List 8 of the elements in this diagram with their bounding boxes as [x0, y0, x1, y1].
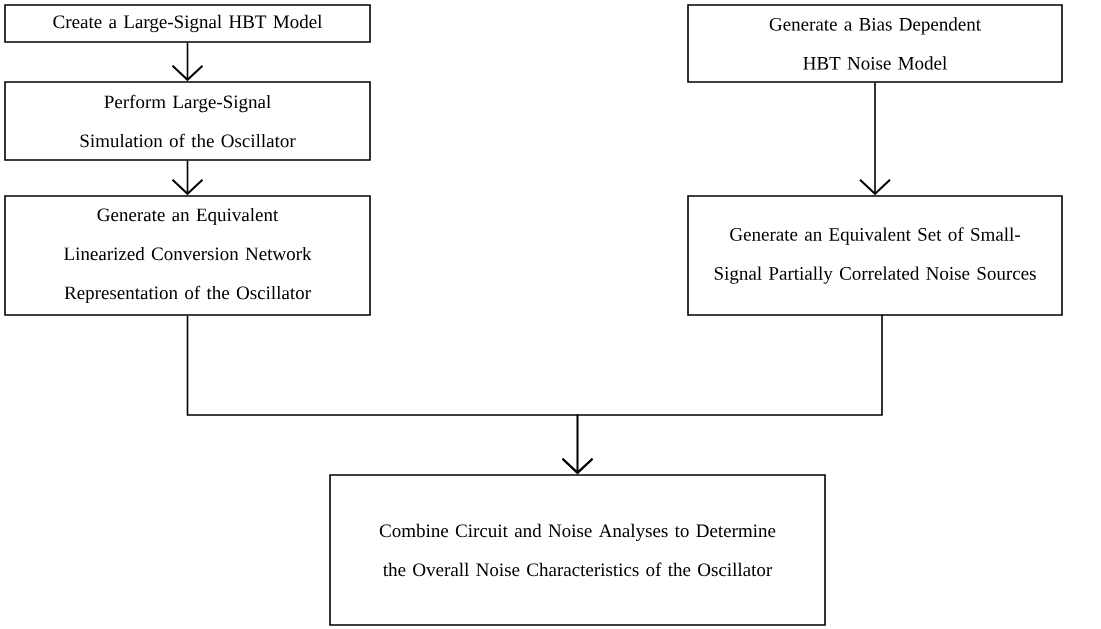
process-box: Create a Large-Signal HBT Model [4, 4, 371, 43]
process-box: Combine Circuit and Noise Analyses to Determine the Overall Noise Characteristics of the Oscillator [329, 474, 826, 626]
process-box: Generate a Bias Dependent HBT Noise Model [687, 4, 1063, 83]
process-box: Generate an Equivalent Linearized Conversion Network Representation of the Oscillator [4, 195, 371, 316]
arrow [561, 314, 883, 475]
process-box: Perform Large-Signal Simulation of the Oscillator [4, 81, 371, 161]
arrow [859, 82, 891, 196]
process-box: Generate an Equivalent Set of Small-Signal Partially Correlated Noise Sources [687, 195, 1063, 316]
